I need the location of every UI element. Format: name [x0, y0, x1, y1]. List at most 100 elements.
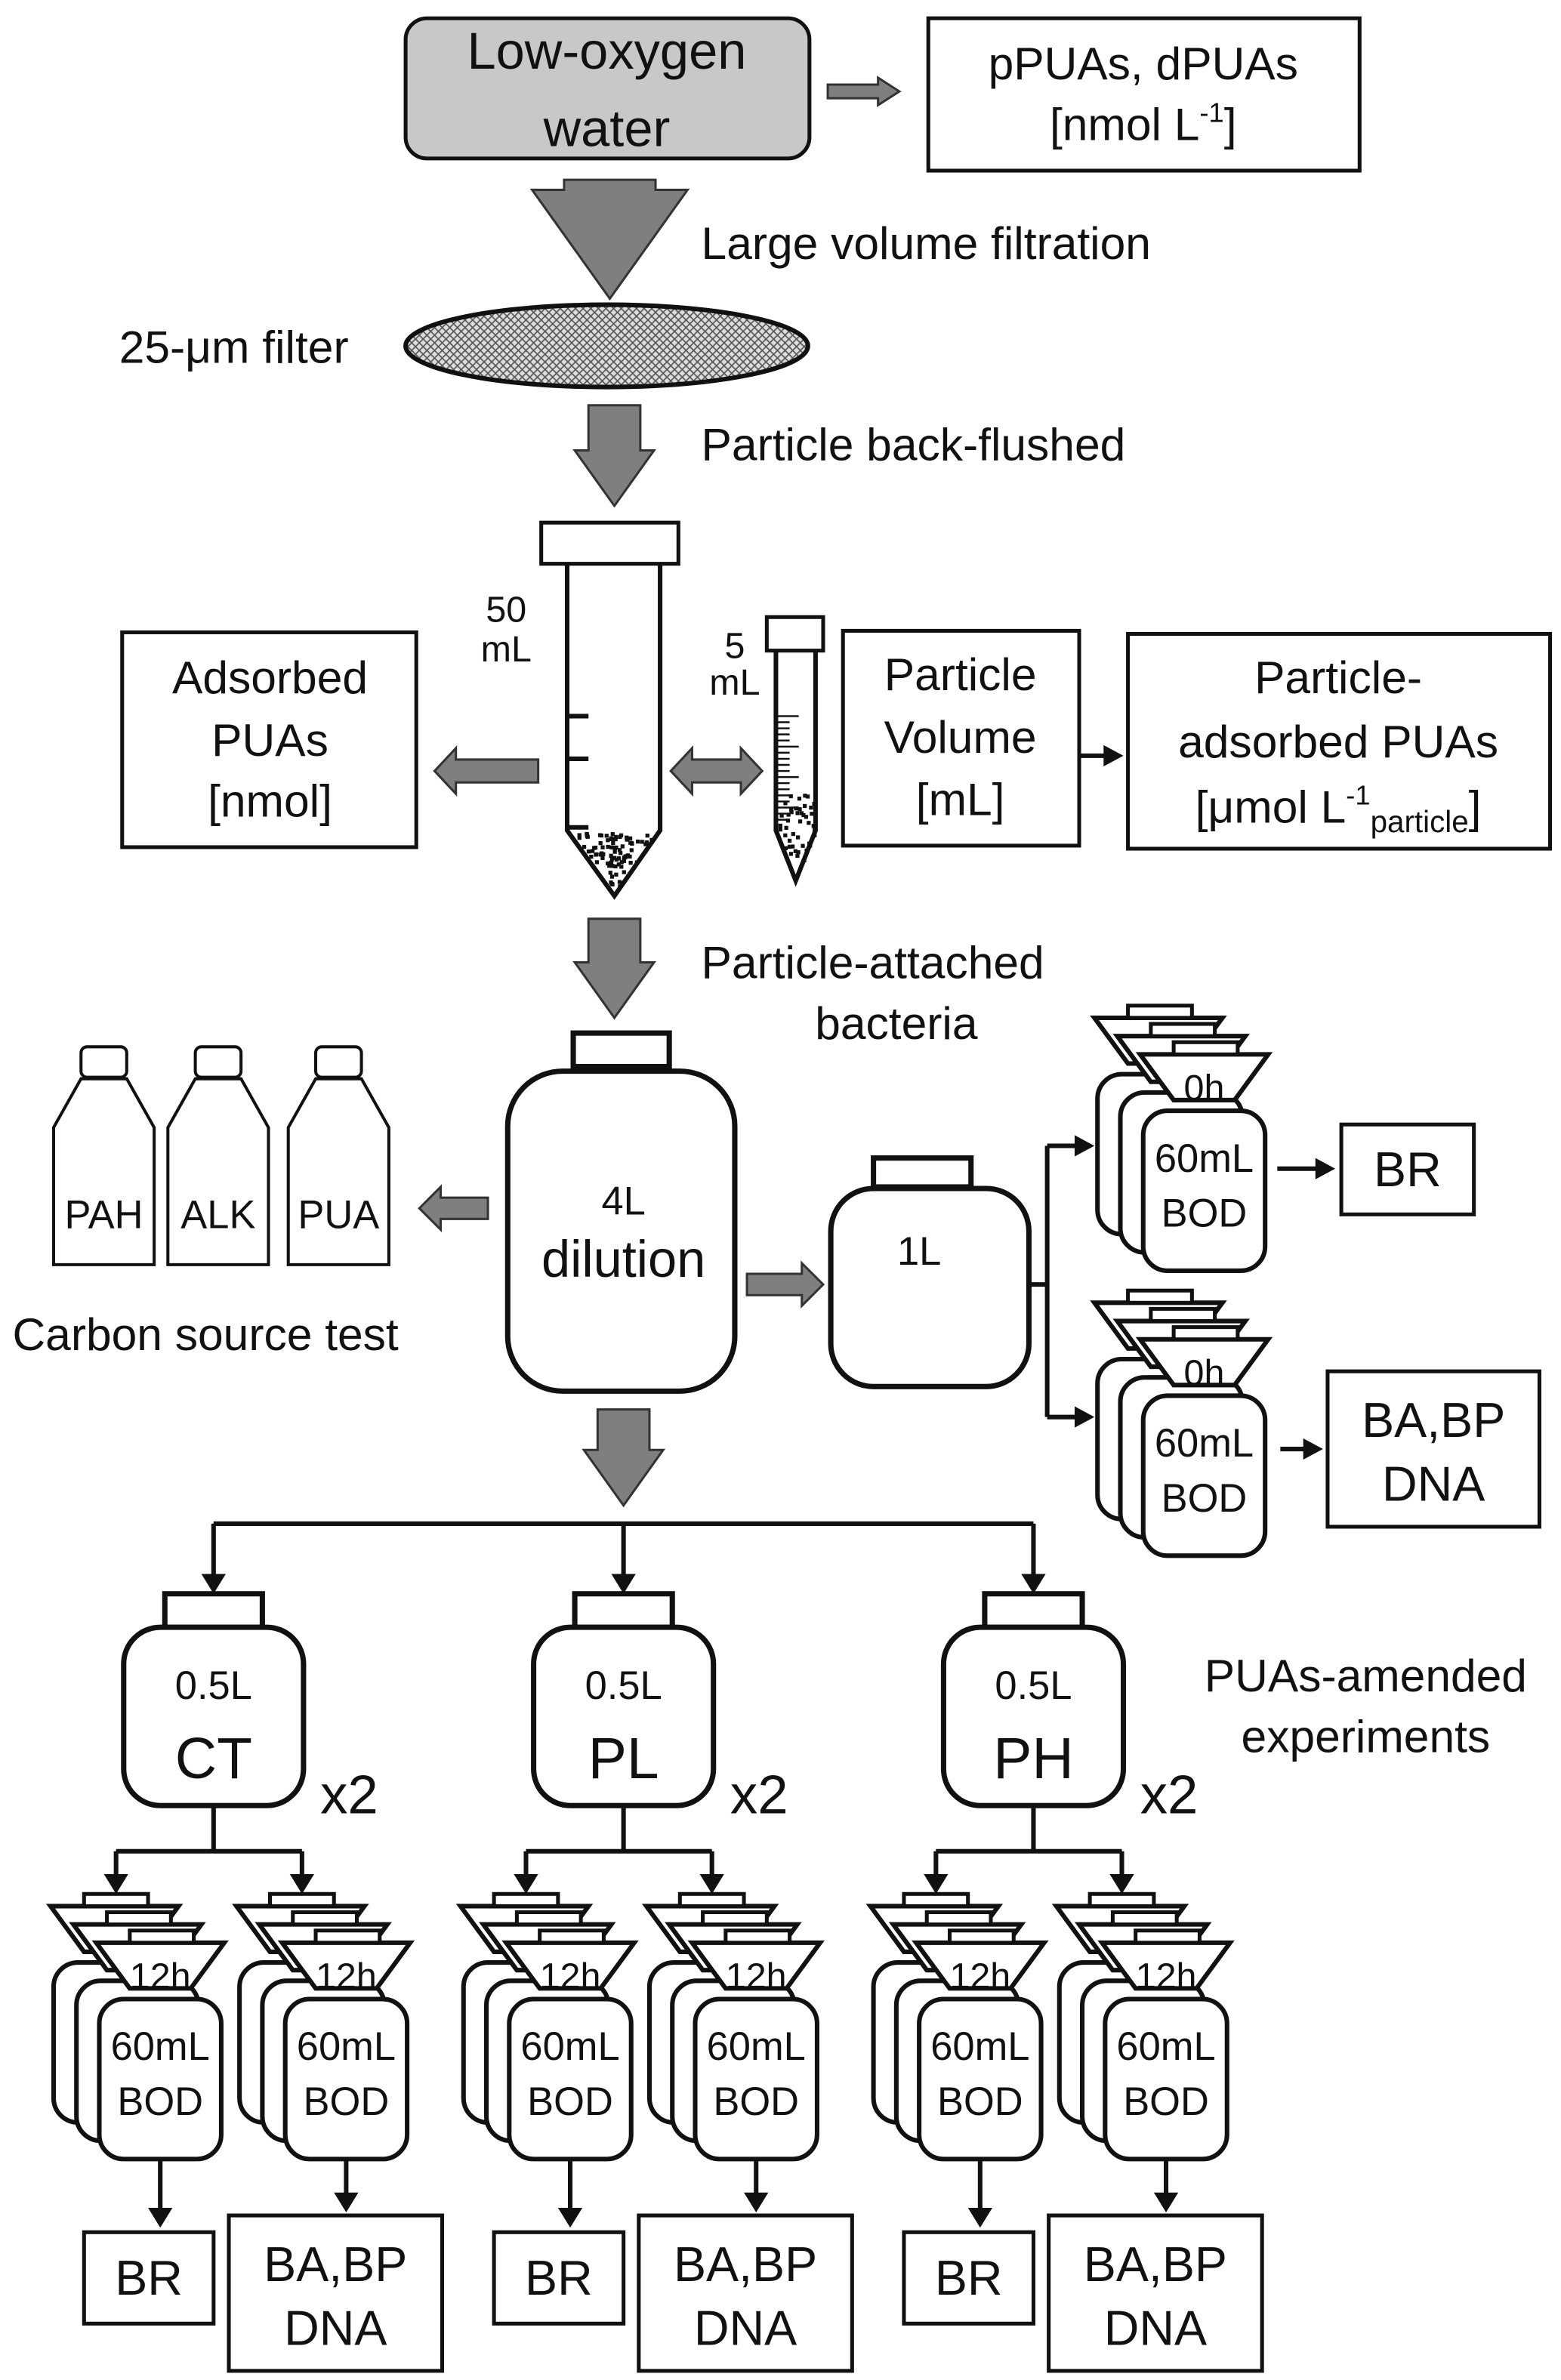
particle-dot [592, 846, 597, 850]
bod-bottle-stopper [902, 1891, 970, 1908]
particle-dot [609, 874, 615, 879]
treatment-bottle-body [940, 1624, 1127, 1808]
bod-bottle-body [97, 1996, 224, 2162]
output-label: BA,BP [674, 2237, 817, 2292]
particle-adsorbed-line3: [μmol L-1particle] [1195, 779, 1482, 838]
bod-bottle-body [1140, 1108, 1268, 1273]
particle-dot [801, 812, 806, 818]
bod-bottle-stopper [514, 1910, 583, 1927]
particle-dot [795, 835, 801, 840]
dissolved-line1: pPUAs, dPUAs [989, 38, 1298, 89]
output-label: DNA [1104, 2301, 1207, 2356]
particle-dot [616, 862, 621, 867]
arrowhead-down [967, 2207, 992, 2228]
particle-dot [622, 870, 626, 874]
replicate-count: x2 [1140, 1764, 1199, 1825]
particle-dot [625, 837, 629, 842]
tube5-body [773, 650, 818, 887]
particle-dot [810, 812, 814, 816]
incubation-time: 12h [316, 1956, 377, 1996]
filtration-label: Large volume filtration [702, 217, 1151, 269]
particle-dot [614, 872, 619, 877]
particle-dot [789, 807, 794, 812]
gray-horizontal-arrow [826, 76, 902, 108]
particle-dot [630, 841, 634, 846]
particle-dot [795, 811, 800, 815]
particle-dot [645, 834, 649, 838]
particle-dot [612, 849, 617, 854]
incubation-time: 12h [726, 1956, 787, 1996]
br-output-box: BR [1339, 1122, 1476, 1216]
ba-bp-dna-output-box: BA,BP DNA [1047, 2213, 1264, 2373]
particle-dot [786, 812, 791, 817]
bod-bottle-stopper [1134, 1928, 1202, 1945]
particle-dot [813, 833, 817, 837]
particle-dot [606, 844, 610, 849]
bod-label: BOD [1123, 2080, 1209, 2124]
bod-bottle-stopper [128, 1928, 196, 1945]
particle-dot [635, 839, 640, 844]
bod-bottle-stopper [1126, 1003, 1194, 1020]
particle-dot [802, 858, 807, 862]
gray-double-arrow [669, 745, 764, 797]
particle-dot [577, 833, 582, 837]
experiments-label-line1: PUAs-amended [1205, 1650, 1527, 1701]
particle-dot [797, 807, 802, 812]
bottle-label: PAH [65, 1193, 143, 1237]
particle-dot [618, 884, 622, 889]
output-label: DNA [284, 2301, 387, 2356]
particle-dot [807, 821, 811, 825]
particle-dot [784, 825, 788, 830]
jug4l-cap [570, 1030, 672, 1070]
output-label: BA,BP [1362, 1393, 1505, 1447]
arrowhead-down [1109, 1874, 1134, 1894]
bottle-body [286, 1077, 390, 1266]
tube50-body [564, 563, 663, 900]
bod-label: BOD [304, 2080, 390, 2124]
incubation-time: 12h [130, 1956, 191, 1996]
attached-label-line2: bacteria [815, 997, 978, 1049]
particle-dot [778, 823, 782, 828]
particle-dot [617, 880, 622, 884]
particle-adsorbed-box-frame [1126, 631, 1553, 851]
particle-dot [619, 865, 624, 869]
particle-dot [643, 842, 648, 846]
incubation-time: 0h [1184, 1352, 1225, 1393]
dissolved-puas-box: pPUAs, dPUAs [nmol L-1] [926, 16, 1362, 173]
particle-adsorbed-puas-box: Particle- adsorbed PUAs [μmol L-1particl… [1126, 631, 1553, 851]
filter-label: 25-μm filter [119, 321, 349, 372]
output-label: BA,BP [1084, 2237, 1227, 2292]
attached-label-line1: Particle-attached [702, 937, 1044, 988]
particle-dot [796, 850, 801, 855]
volume-line2: Volume [884, 711, 1037, 763]
bottle-cap [314, 1045, 363, 1079]
particle-volume-box: Particle Volume [mL] [841, 628, 1081, 848]
jug4l-volume: 4L [601, 1179, 645, 1223]
carbon-bottle-pua: PUA [286, 1045, 390, 1266]
particle-dot [606, 838, 610, 843]
particle-dot [634, 860, 639, 865]
treatment-volume: 0.5L [995, 1664, 1072, 1708]
bod-bottle-stopper [1087, 1891, 1156, 1908]
gray-horizontal-arrow [745, 1260, 825, 1309]
output-box-frame [637, 2213, 854, 2373]
replicate-count: x2 [730, 1764, 788, 1825]
bod-bottle-body [282, 1996, 410, 2162]
arrowhead-right [1074, 1406, 1095, 1428]
gray-down-arrow [529, 178, 690, 301]
generated-elements: 0h60mLBOD0h60mLBODBRBA,BPDNA0.5LCTx212h6… [45, 1003, 1541, 2373]
gray-down-arrow [572, 404, 656, 508]
particle-dot [625, 835, 629, 840]
particle-dot [617, 848, 622, 852]
particle-dot [585, 834, 590, 838]
jug1l-label: 1L [897, 1230, 941, 1274]
particle-dot [609, 882, 614, 886]
bottle-cap [79, 1045, 128, 1079]
particle-dot [589, 854, 594, 859]
